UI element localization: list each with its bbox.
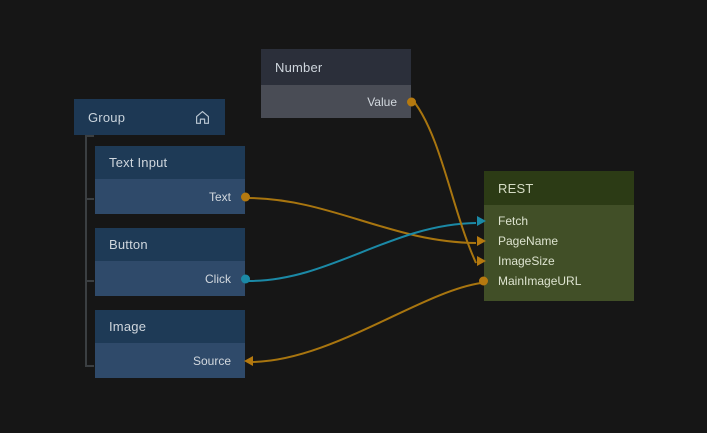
node-group[interactable]: Group [74, 99, 225, 135]
port-value-output-dot[interactable] [407, 97, 416, 106]
port-mainimageurl-output[interactable]: MainImageURL [479, 271, 634, 291]
wire-value-to-imagesize [414, 102, 477, 264]
port-text-output-dot[interactable] [241, 192, 250, 201]
port-source-input-label: Source [192, 353, 231, 368]
group-bracket [85, 135, 95, 367]
home-icon[interactable] [194, 109, 211, 125]
node-text-input[interactable]: Text Input Text [95, 146, 250, 214]
bracket-tick [85, 280, 94, 282]
node-group-header[interactable]: Group [74, 99, 225, 135]
node-image[interactable]: Image Source [95, 310, 253, 378]
node-rest[interactable]: REST Fetch PageName ImageSize MainImageU… [477, 171, 634, 301]
port-fetch-input-label: Fetch [498, 214, 529, 228]
wire-text-to-pagename [245, 197, 477, 244]
node-text-input-title: Text Input [109, 155, 168, 170]
node-group-title: Group [88, 109, 126, 125]
port-value-output-label: Value [367, 94, 397, 109]
node-button[interactable]: Button Click [95, 228, 250, 296]
bracket-vertical-line [85, 135, 87, 367]
port-mainimageurl-output-label: MainImageURL [498, 274, 582, 288]
port-source-input[interactable]: Source [95, 343, 253, 378]
node-button-body: Click [95, 261, 250, 296]
node-text-input-body: Text [95, 179, 250, 214]
node-button-title: Button [109, 237, 148, 252]
node-number-header[interactable]: Number [261, 49, 411, 85]
port-click-output-dot[interactable] [241, 274, 250, 283]
bracket-tick [85, 365, 94, 367]
port-source-input-arrow[interactable] [244, 355, 253, 366]
node-image-title: Image [109, 319, 147, 334]
port-text-output[interactable]: Text [95, 179, 250, 214]
node-number[interactable]: Number Value [261, 49, 416, 118]
port-pagename-input-label: PageName [498, 234, 559, 248]
port-fetch-input[interactable]: Fetch [477, 211, 634, 231]
wire-mainimageurl-to-source [249, 282, 482, 363]
port-click-output[interactable]: Click [95, 261, 250, 296]
port-imagesize-input-label: ImageSize [498, 254, 555, 268]
bracket-tick [85, 198, 94, 200]
port-click-output-label: Click [205, 271, 231, 286]
bracket-tick [85, 135, 94, 137]
node-number-body: Value [261, 85, 416, 118]
node-number-title: Number [275, 59, 323, 75]
port-pagename-input[interactable]: PageName [477, 231, 634, 251]
node-text-input-header[interactable]: Text Input [95, 146, 245, 179]
port-mainimageurl-output-dot[interactable] [479, 276, 488, 286]
port-fetch-input-arrow[interactable] [477, 216, 486, 226]
wire-click-to-fetch [248, 222, 477, 282]
port-pagename-input-arrow[interactable] [477, 236, 486, 246]
node-rest-header[interactable]: REST [484, 171, 634, 205]
node-image-header[interactable]: Image [95, 310, 245, 343]
node-rest-title: REST [498, 180, 534, 196]
port-imagesize-input[interactable]: ImageSize [477, 251, 634, 271]
port-value-output[interactable]: Value [261, 85, 416, 118]
node-button-header[interactable]: Button [95, 228, 245, 261]
port-imagesize-input-arrow[interactable] [477, 256, 486, 266]
node-image-body: Source [95, 343, 253, 378]
port-text-output-label: Text [208, 189, 231, 204]
node-rest-body: Fetch PageName ImageSize MainImageURL [477, 205, 634, 301]
